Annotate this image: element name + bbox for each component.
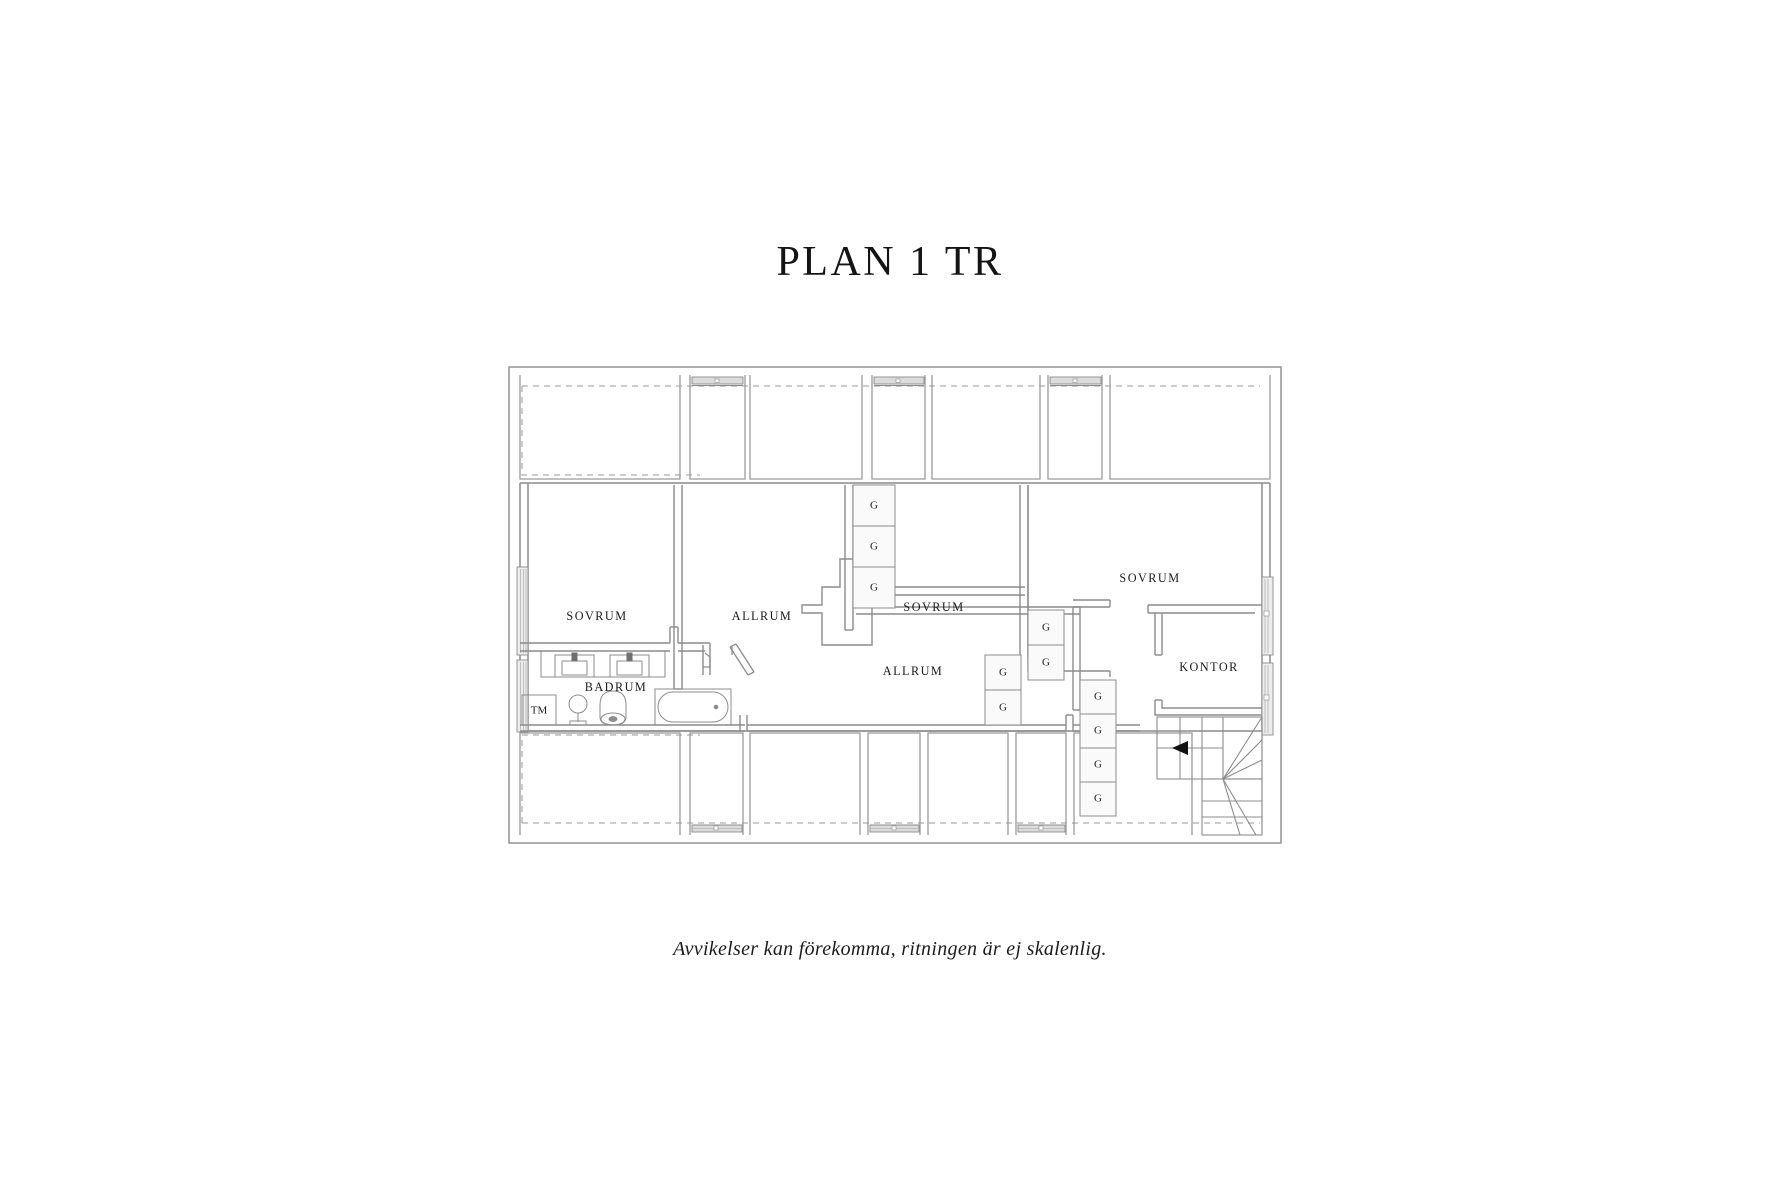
- badrum-door-swing: [703, 647, 733, 668]
- bathtub: [654, 688, 732, 726]
- window-right-lower: [1261, 662, 1274, 736]
- room-label-sovrum-2: SOVRUM: [903, 600, 964, 614]
- washing-machine-label: TM: [531, 705, 548, 717]
- window-right-upper: [1261, 576, 1274, 656]
- badrum-fixtures: TM: [521, 643, 755, 726]
- bottom-dormer-bays: [519, 732, 1193, 835]
- closet-label-g: G: [999, 702, 1007, 714]
- room-label-badrum: BADRUM: [585, 680, 648, 694]
- sink-left: [554, 652, 595, 678]
- room-label-allrum-1: ALLRUM: [732, 609, 792, 623]
- window-left-upper: [516, 566, 529, 656]
- stair-direction-arrow: [1172, 741, 1188, 755]
- vanity-counter: [540, 650, 666, 678]
- right-wall-windows: [1261, 576, 1274, 736]
- closet-group-b: G G: [1027, 609, 1065, 681]
- room-label-kontor: KONTOR: [1179, 660, 1239, 674]
- kontor-partitions: [1147, 604, 1262, 716]
- sink-right: [609, 652, 650, 678]
- bidet: [568, 694, 588, 726]
- closet-label-g: G: [870, 500, 878, 512]
- door-leaf-badrum: [729, 643, 755, 676]
- floorplan-drawing: TM: [500, 355, 1290, 855]
- closet-label-g: G: [999, 667, 1007, 679]
- toilet: [599, 690, 627, 726]
- plan-disclaimer-caption: Avvikelser kan förekomma, ritningen är e…: [673, 938, 1107, 960]
- closet-label-g: G: [1042, 622, 1050, 634]
- page-title: PLAN 1 TR: [776, 239, 1004, 285]
- room-label-sovrum-3: SOVRUM: [1119, 571, 1180, 585]
- top-dormer-bays: [519, 375, 1271, 480]
- room-label-allrum-2: ALLRUM: [883, 664, 943, 678]
- closet-label-g: G: [1042, 657, 1050, 669]
- floorplan-svg: TM: [508, 366, 1282, 844]
- closet-label-g: G: [1094, 725, 1102, 737]
- closet-group-a: G G G: [852, 484, 896, 609]
- closet-label-g: G: [1094, 691, 1102, 703]
- room-label-sovrum-1: SOVRUM: [566, 609, 627, 623]
- washing-machine: [521, 694, 557, 726]
- staircase: [1156, 716, 1263, 836]
- closet-group-d: G G G G: [1079, 679, 1117, 817]
- closet-label-g: G: [1094, 793, 1102, 805]
- closet-label-g: G: [870, 582, 878, 594]
- closet-label-g: G: [1094, 759, 1102, 771]
- top-dormer-windows: [691, 376, 1102, 386]
- closet-group-c: G G: [984, 654, 1022, 726]
- bottom-dormer-windows: [691, 824, 1066, 833]
- building-outline: [508, 366, 1282, 844]
- closet-label-g: G: [870, 541, 878, 553]
